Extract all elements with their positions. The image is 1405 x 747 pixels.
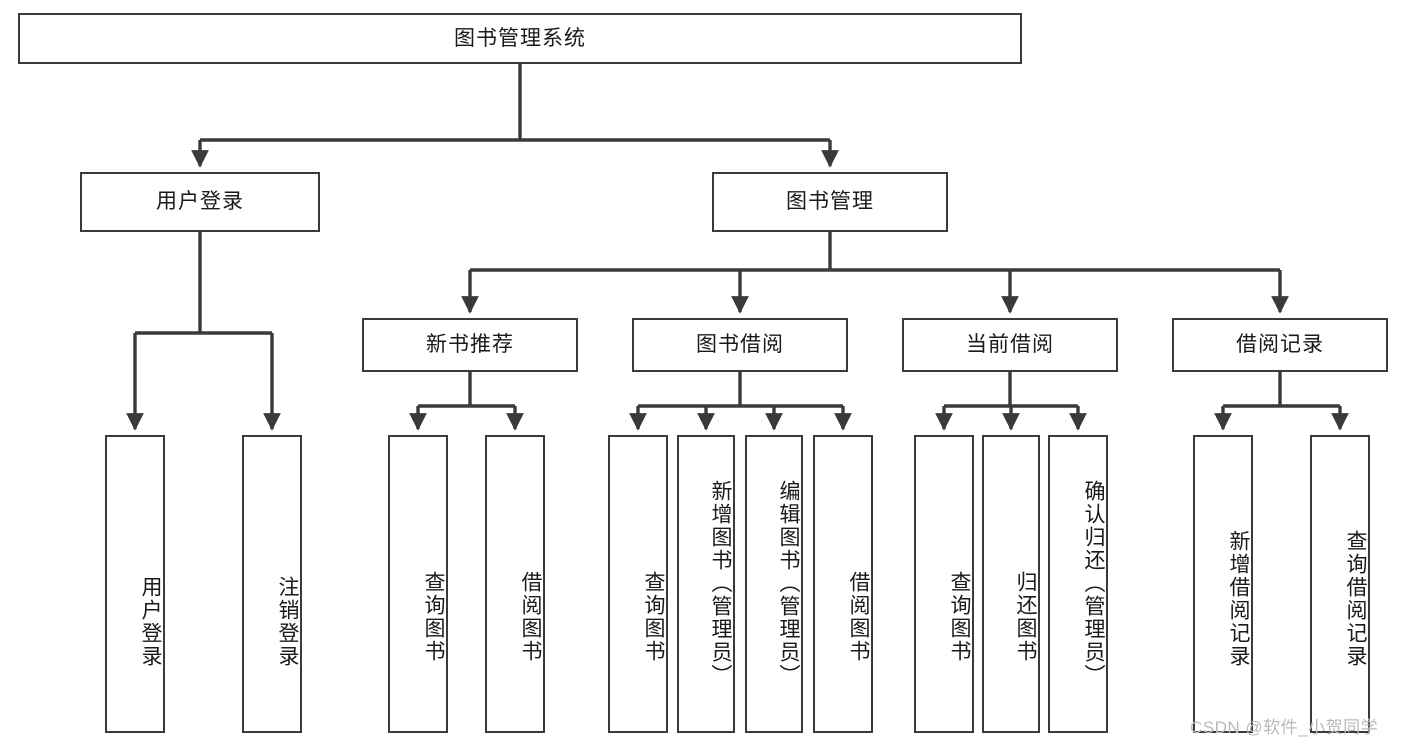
node-borrow-record[interactable]: 借阅记录	[1172, 318, 1388, 372]
node-leaf-user-login[interactable]: 用户登录	[105, 435, 165, 733]
node-leaf-borrow-book-recommend[interactable]: 借阅图书	[485, 435, 545, 733]
node-current-borrow[interactable]: 当前借阅	[902, 318, 1118, 372]
node-leaf-query-borrow-record[interactable]: 查询借阅记录	[1310, 435, 1370, 733]
node-leaf-user-logout[interactable]: 注销登录	[242, 435, 302, 733]
node-book-manage[interactable]: 图书管理	[712, 172, 948, 232]
node-book-borrow[interactable]: 图书借阅	[632, 318, 848, 372]
node-leaf-add-borrow-record[interactable]: 新增借阅记录	[1193, 435, 1253, 733]
node-leaf-add-book-admin[interactable]: 新增图书（管理员）	[677, 435, 735, 733]
node-root[interactable]: 图书管理系统	[18, 13, 1022, 64]
node-new-book-recommend[interactable]: 新书推荐	[362, 318, 578, 372]
node-leaf-confirm-return-admin[interactable]: 确认归还（管理员）	[1048, 435, 1108, 733]
node-leaf-query-book-current[interactable]: 查询图书	[914, 435, 974, 733]
node-user-login[interactable]: 用户登录	[80, 172, 320, 232]
node-leaf-query-book-recommend[interactable]: 查询图书	[388, 435, 448, 733]
node-leaf-query-book[interactable]: 查询图书	[608, 435, 668, 733]
node-leaf-edit-book-admin[interactable]: 编辑图书（管理员）	[745, 435, 803, 733]
node-leaf-return-book[interactable]: 归还图书	[982, 435, 1040, 733]
node-leaf-borrow-book[interactable]: 借阅图书	[813, 435, 873, 733]
